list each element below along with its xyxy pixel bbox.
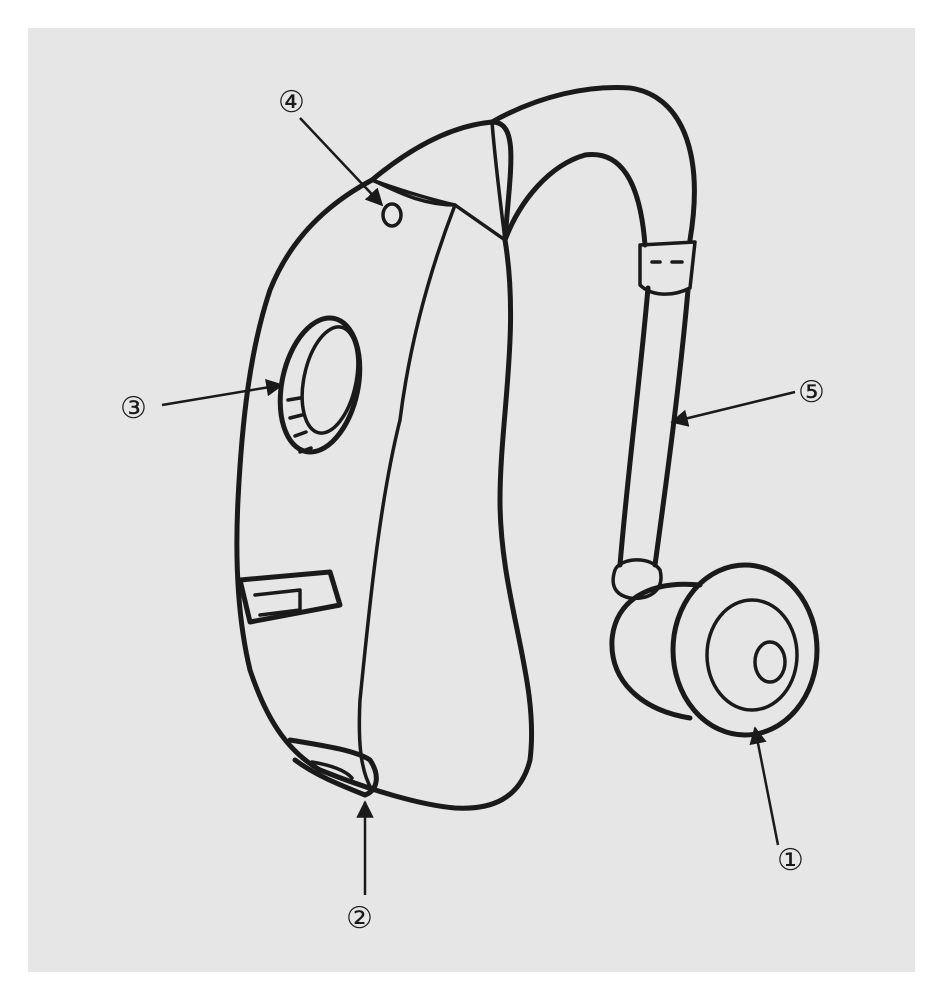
callout-5: ⑤ [798, 375, 825, 410]
program-switch [237, 569, 343, 625]
leader-5 [670, 390, 796, 427]
leader-3 [161, 378, 284, 407]
earhook [489, 85, 697, 243]
callout-4: ④ [278, 85, 305, 120]
callout-3: ③ [120, 391, 147, 426]
device-top-cap [370, 120, 507, 242]
volume-wheel-inner [300, 325, 360, 435]
earhook-inner [502, 151, 648, 248]
callout-1: ① [777, 843, 804, 878]
tube-joint [611, 558, 663, 600]
ear-dome-outer [670, 562, 820, 738]
volume-wheel-ridges [286, 396, 313, 454]
device-body-outline [234, 119, 535, 811]
ear-dome-opening [753, 640, 787, 684]
hook-connector [638, 240, 697, 296]
leader-4 [299, 117, 384, 207]
ear-dome-back [609, 581, 703, 721]
program-switch-slider [253, 588, 302, 617]
scanned-page [28, 28, 915, 972]
callout-2: ② [346, 901, 373, 936]
battery-door [287, 737, 379, 798]
sound-tube [617, 285, 691, 568]
ear-dome-inner [705, 598, 799, 712]
device-face-edge [357, 178, 457, 792]
microphone-port [381, 202, 403, 228]
leader-1 [749, 726, 780, 846]
battery-door-groove [310, 760, 354, 780]
